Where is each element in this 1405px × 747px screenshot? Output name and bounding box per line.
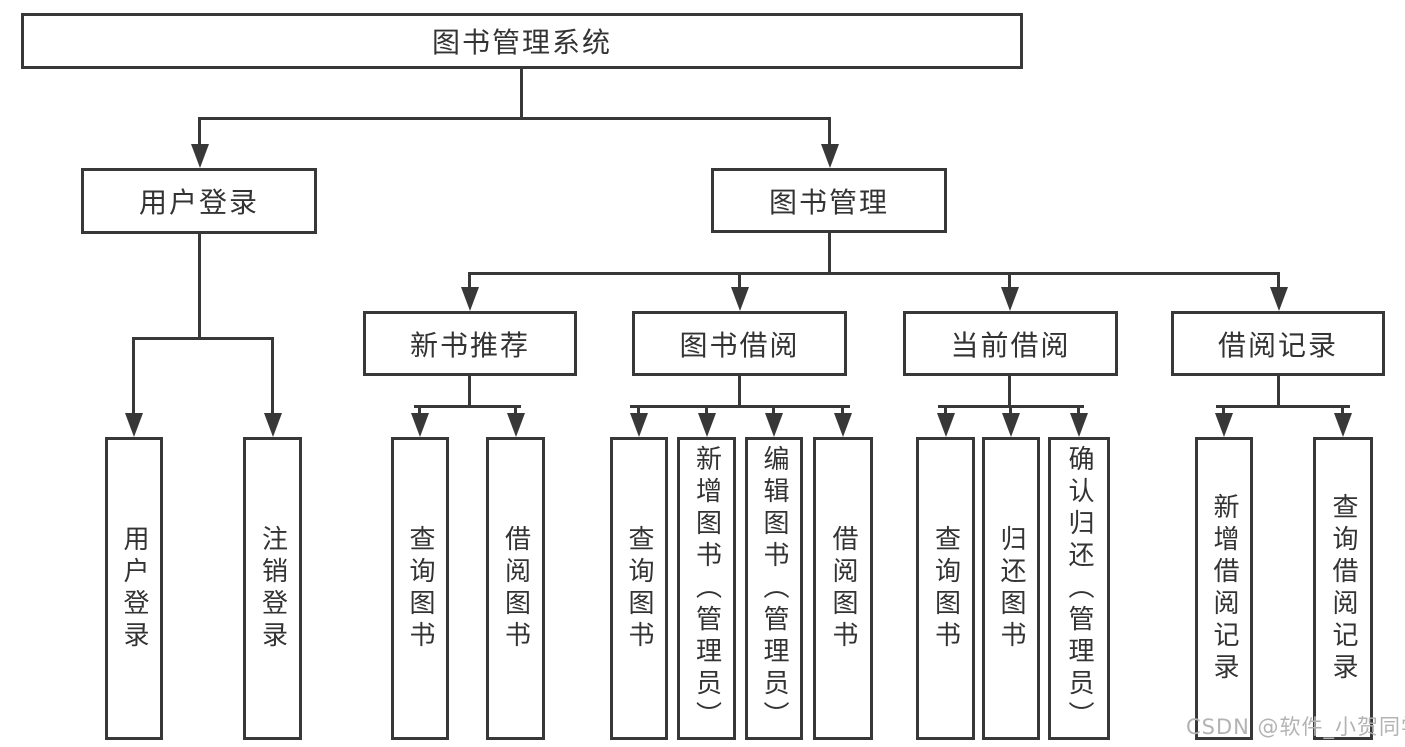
- connector-arrow: [841, 405, 844, 413]
- leaf-borrow-books-recommend-label: 借阅图书: [500, 524, 531, 653]
- leaf-borrow-books: 借阅图书: [813, 437, 873, 740]
- leaf-add-books-admin-label: 新增图书（管理员）: [691, 444, 722, 733]
- leaf-add-borrow-record: 新增借阅记录: [1195, 437, 1253, 740]
- connector-arrow: [514, 405, 517, 413]
- leaf-return-books-label: 归还图书: [996, 524, 1026, 653]
- node-new-book-recommend: 新书推荐: [363, 311, 577, 376]
- connector-line: [520, 66, 523, 120]
- connector-line: [1277, 373, 1280, 408]
- connector-line: [414, 405, 521, 408]
- connector-line: [468, 272, 1280, 275]
- connector-line: [1216, 405, 1350, 408]
- node-borrow-records-label: 借阅记录: [1217, 328, 1338, 362]
- leaf-query-books-current: 查询图书: [916, 437, 975, 740]
- connector-line: [1008, 373, 1011, 408]
- node-user-login: 用户登录: [81, 168, 317, 234]
- csdn-watermark: CSDN @软件_小贺同学: [1186, 715, 1405, 739]
- connector-arrow: [1341, 405, 1344, 413]
- leaf-edit-books-admin-label: 编辑图书（管理员）: [759, 444, 789, 733]
- connector-arrow: [1008, 272, 1011, 287]
- connector-arrow: [944, 405, 947, 413]
- node-book-management: 图书管理: [711, 168, 947, 233]
- node-book-borrowing: 图书借阅: [632, 311, 847, 376]
- connector-arrow: [637, 405, 640, 413]
- node-library-management-system-label: 图书管理系统: [431, 26, 612, 59]
- leaf-edit-books-admin: 编辑图书（管理员）: [745, 437, 803, 740]
- connector-arrow: [271, 337, 274, 413]
- node-user-login-label: 用户登录: [138, 186, 259, 219]
- leaf-confirm-return-admin: 确认归还（管理员）: [1048, 437, 1110, 740]
- node-book-management-label: 图书管理: [768, 185, 889, 219]
- leaf-add-books-admin: 新增图书（管理员）: [677, 437, 736, 740]
- connector-line: [468, 373, 471, 408]
- connector-line: [828, 229, 831, 275]
- node-current-borrowing: 当前借阅: [903, 311, 1118, 376]
- leaf-user-login: 用户登录: [105, 437, 163, 740]
- connector-arrow: [132, 337, 135, 413]
- leaf-query-books-current-label: 查询图书: [930, 524, 961, 653]
- node-new-book-recommend-label: 新书推荐: [409, 328, 530, 362]
- connector-arrow: [1277, 272, 1280, 287]
- leaf-add-borrow-record-label: 新增借阅记录: [1209, 492, 1239, 685]
- connector-arrow: [1009, 405, 1012, 413]
- connector-arrow: [738, 272, 741, 287]
- leaf-query-books-recommend-label: 查询图书: [405, 524, 435, 653]
- connector-line: [198, 230, 201, 340]
- leaf-query-books-borrowing: 查询图书: [610, 437, 668, 740]
- leaf-borrow-books-label: 借阅图书: [828, 524, 858, 653]
- node-library-management-system: 图书管理系统: [21, 13, 1023, 69]
- connector-arrow: [1077, 405, 1080, 413]
- connector-arrow: [772, 405, 775, 413]
- connector-arrow: [705, 405, 708, 413]
- leaf-confirm-return-admin-label: 确认归还（管理员）: [1064, 444, 1094, 733]
- leaf-borrow-books-recommend: 借阅图书: [486, 437, 545, 740]
- connector-arrow: [1222, 405, 1225, 413]
- connector-arrow: [198, 117, 201, 144]
- leaf-return-books: 归还图书: [982, 437, 1040, 740]
- leaf-query-borrow-record: 查询借阅记录: [1313, 437, 1373, 740]
- connector-arrow: [828, 117, 831, 144]
- node-book-borrowing-label: 图书借阅: [679, 328, 800, 362]
- connector-arrow: [468, 272, 471, 287]
- leaf-user-login-label: 用户登录: [119, 524, 149, 653]
- connector-line: [132, 337, 274, 340]
- connector-arrow: [418, 405, 421, 413]
- connector-line: [738, 373, 741, 408]
- connector-line: [630, 405, 850, 408]
- leaf-query-borrow-record-label: 查询借阅记录: [1328, 492, 1358, 685]
- node-borrow-records: 借阅记录: [1171, 311, 1385, 376]
- leaf-query-books-borrowing-label: 查询图书: [624, 524, 654, 653]
- connector-line: [198, 117, 831, 120]
- leaf-query-books-recommend: 查询图书: [391, 437, 449, 740]
- node-current-borrowing-label: 当前借阅: [950, 328, 1071, 362]
- leaf-logout-label: 注销登录: [257, 524, 288, 653]
- leaf-logout: 注销登录: [243, 437, 302, 740]
